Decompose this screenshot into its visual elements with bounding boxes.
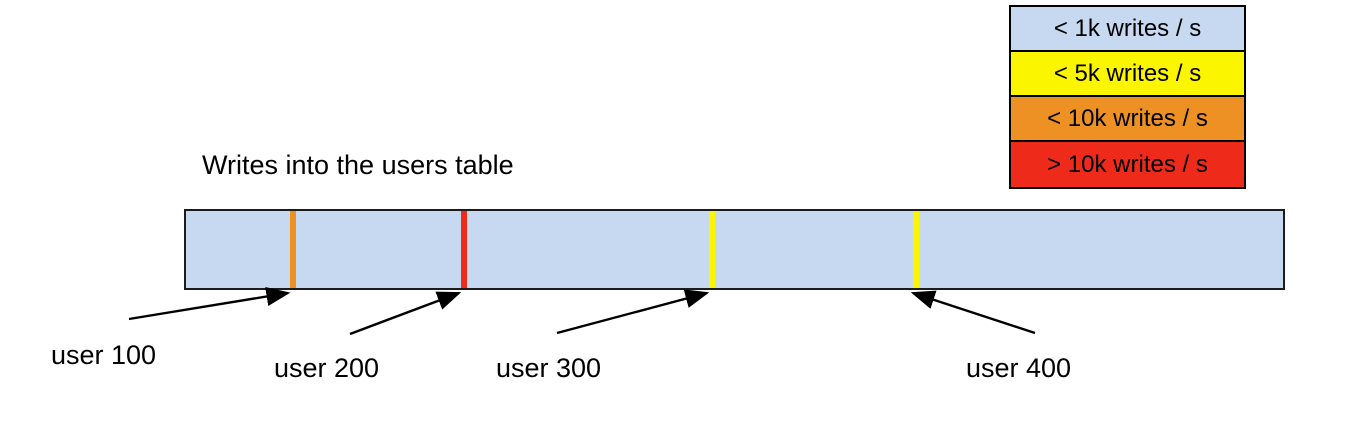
hot-row-stripe-user-100 (290, 211, 296, 288)
hot-row-stripe-user-400 (913, 211, 919, 288)
label-user-200: user 200 (274, 353, 380, 383)
legend-label-lt-1k: < 1k writes / s (1053, 14, 1202, 42)
chart-title: Writes into the users table (202, 150, 514, 180)
legend-row-gt-10k: > 10k writes / s (1011, 142, 1244, 187)
legend-row-lt-10k: < 10k writes / s (1011, 97, 1244, 142)
legend-label-gt-10k: > 10k writes / s (1047, 150, 1208, 178)
arrow-user-100 (128, 287, 291, 321)
hot-row-stripe-user-200 (461, 211, 467, 288)
arrow-user-300 (556, 289, 710, 335)
arrow-user-400 (910, 290, 1036, 335)
legend-row-lt-1k: < 1k writes / s (1011, 7, 1244, 52)
hot-row-stripe-user-300 (709, 211, 715, 288)
legend: < 1k writes / s < 5k writes / s < 10k wr… (1009, 5, 1246, 189)
label-user-300: user 300 (496, 353, 602, 383)
legend-label-lt-10k: < 10k writes / s (1047, 104, 1208, 132)
legend-row-lt-5k: < 5k writes / s (1011, 52, 1244, 97)
label-user-400: user 400 (966, 353, 1072, 383)
users-table-keyspace-bar (184, 209, 1285, 290)
legend-label-lt-5k: < 5k writes / s (1053, 59, 1202, 87)
label-user-100: user 100 (51, 340, 157, 370)
arrow-user-200 (349, 291, 462, 336)
